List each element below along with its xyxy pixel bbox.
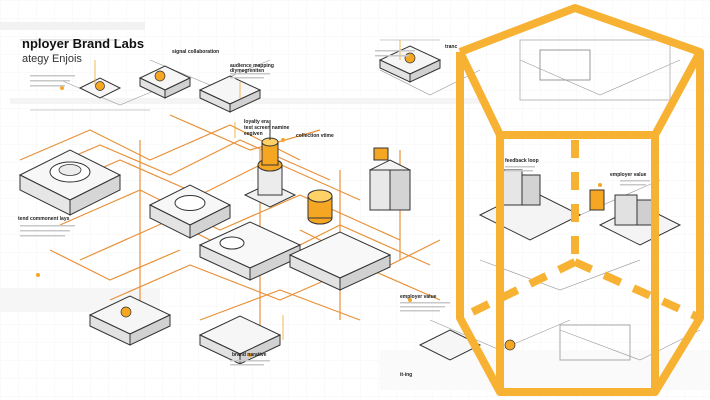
label-employer-value-bottom: employer value bbox=[400, 294, 436, 300]
page-title: nployer Brand Labs bbox=[22, 36, 144, 51]
label-feedback-loop: feedback loop bbox=[505, 158, 539, 164]
label-brand-narrative: brand narative bbox=[232, 352, 266, 358]
label-top-right-tag: tranc bbox=[445, 44, 457, 50]
label-employer-value-top: employer value bbox=[610, 172, 646, 178]
label-collection-vtime: collection vtime bbox=[296, 133, 334, 139]
label-bottom-tag: it-ing bbox=[400, 372, 412, 378]
label-signal-collaboration: signal collaboration bbox=[172, 49, 219, 55]
glitch-band bbox=[0, 22, 145, 30]
page-subtitle: ategy Enjois bbox=[22, 53, 82, 65]
label-trend-component: tend commonent lays bbox=[18, 216, 69, 222]
module-coin-stack bbox=[308, 190, 332, 224]
label-loyalty-3: eegiven bbox=[244, 131, 263, 137]
label-audience-mapping-2: diymegreniten bbox=[230, 68, 264, 74]
